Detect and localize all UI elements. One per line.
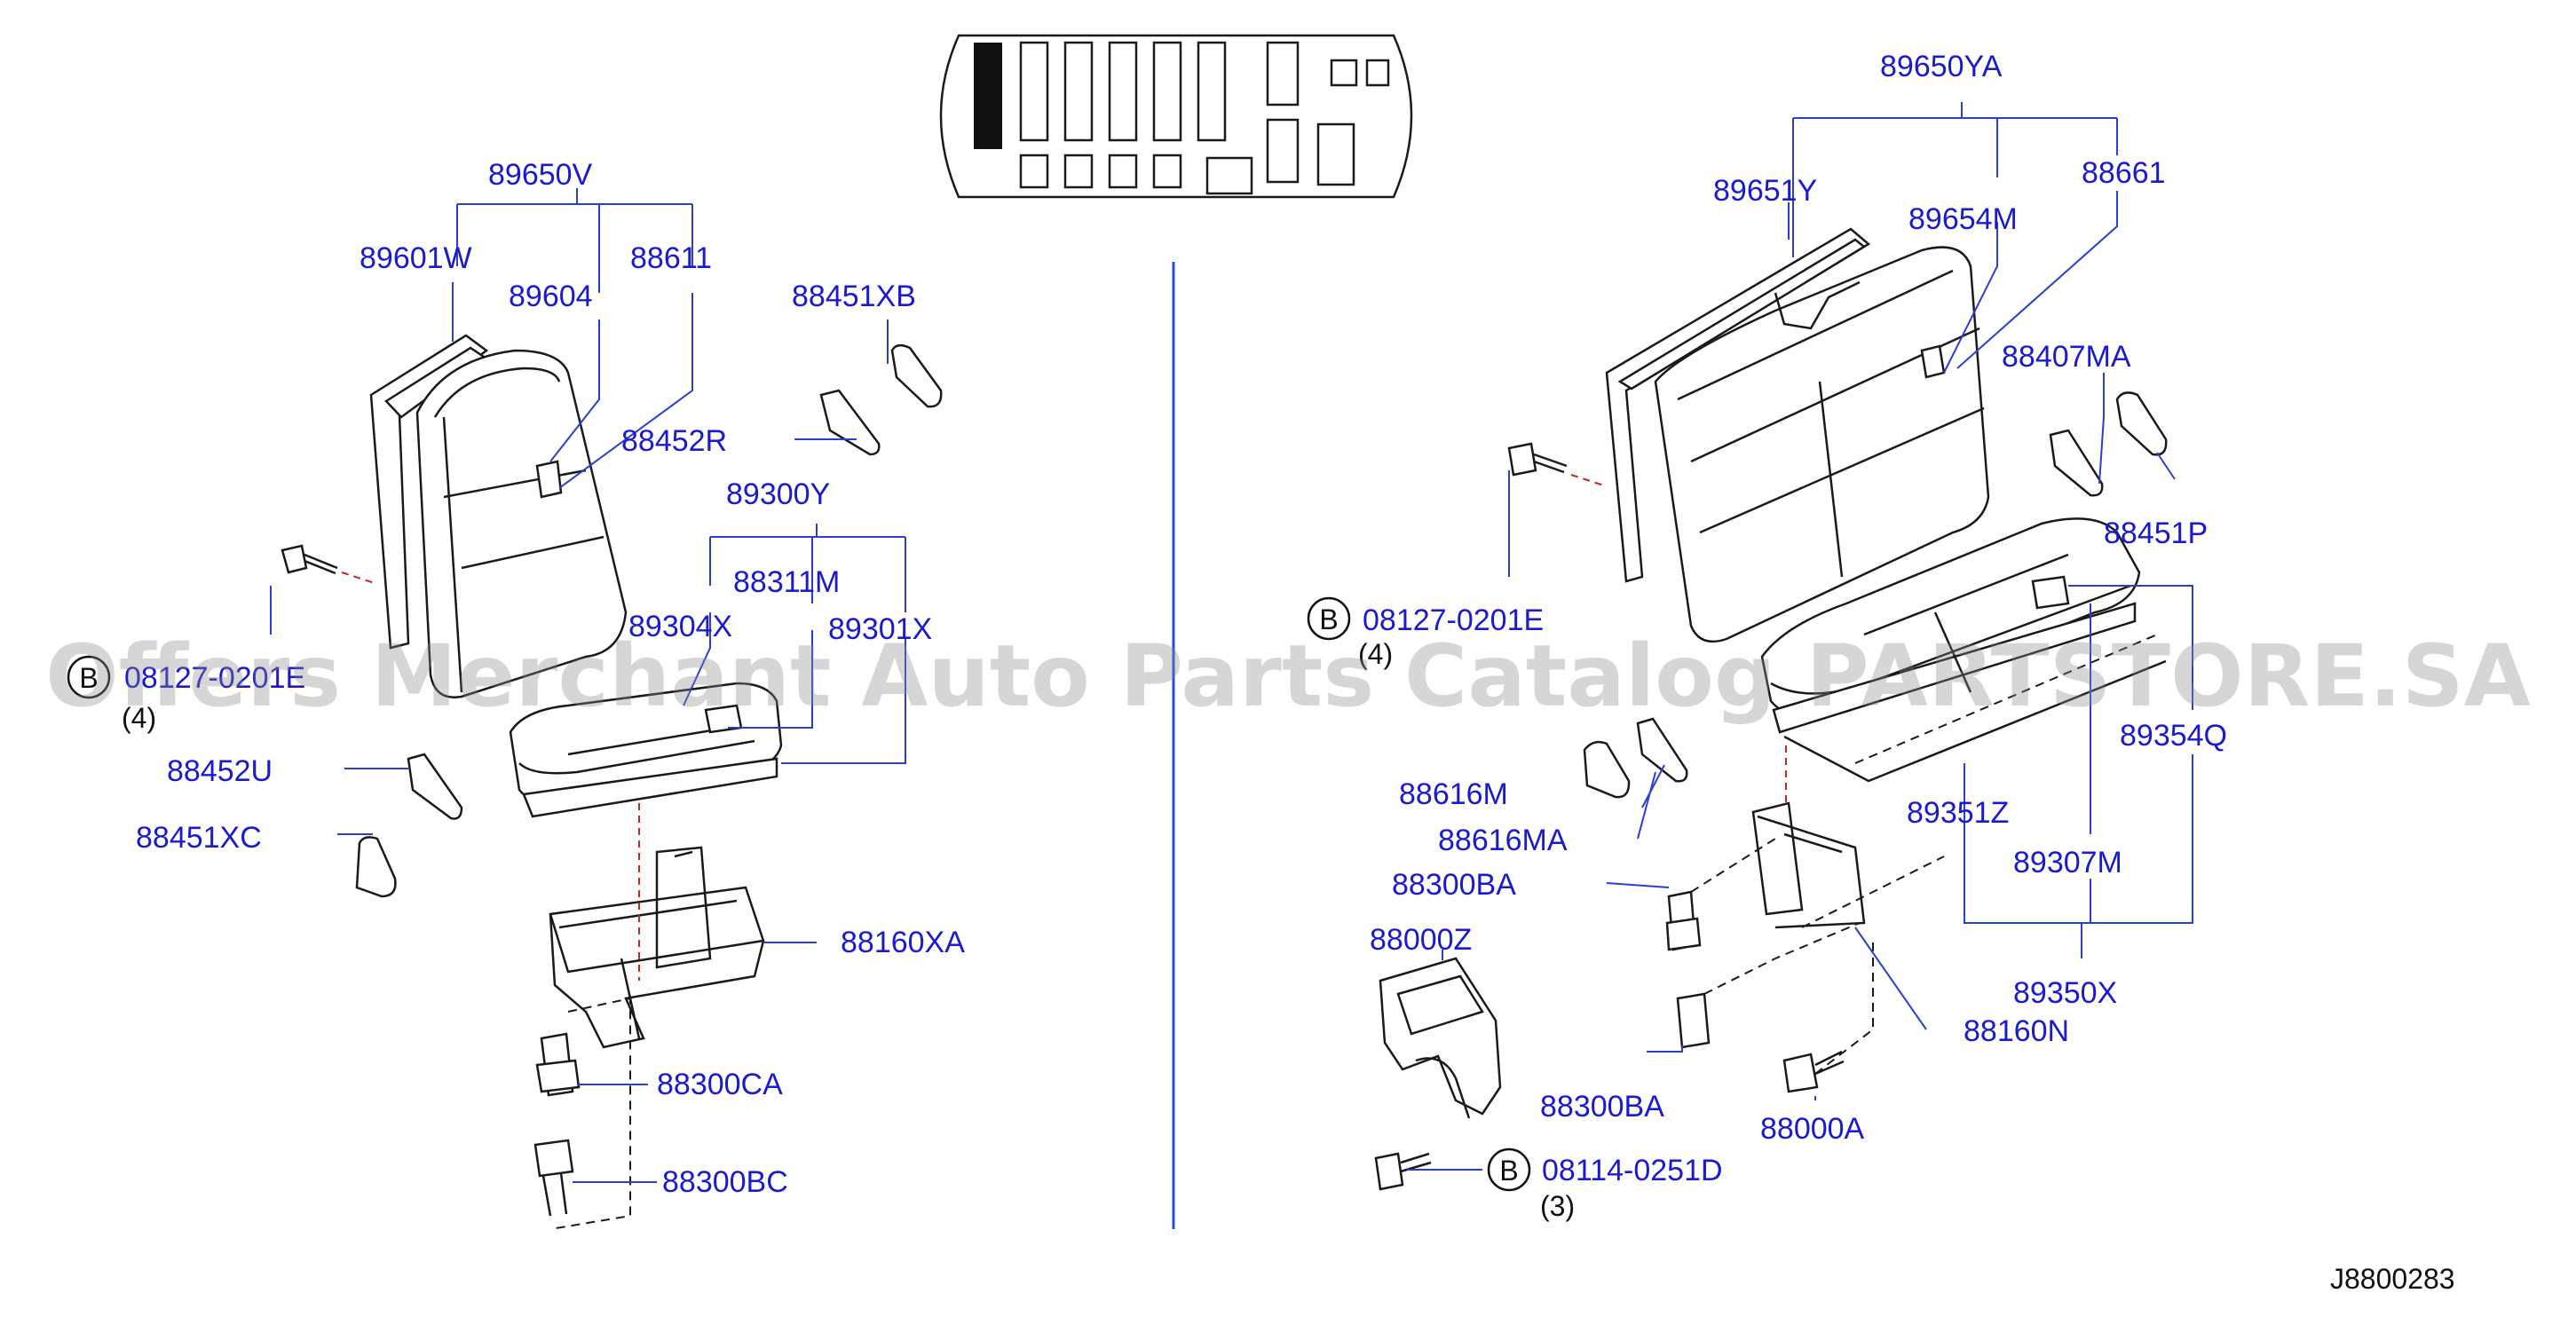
label-88452R[interactable]: 88452R [621,424,727,458]
label-89300Y[interactable]: 89300Y [726,477,830,511]
right-belt-buckle-drawing [1379,957,1502,1119]
label-89650V[interactable]: 89650V [488,158,593,192]
left-leader-lines [270,188,906,1183]
label-89350X[interactable]: 89350X [2013,976,2117,1010]
label-88407MA[interactable]: 88407MA [2002,340,2131,374]
label-89650YA[interactable]: 89650YA [1880,50,2003,83]
label-88000A[interactable]: 88000A [1760,1112,1865,1146]
right-bolt-drawings [1374,442,1845,1191]
left-headrest-clip-drawings [355,343,943,898]
bolt-marker-right-bottom: B [1499,1155,1518,1187]
label-08114-0251D[interactable]: 08114-0251D [1542,1154,1723,1187]
left-seat-frame-drawing [549,846,765,1049]
left-seat-back-drawing [369,334,628,698]
part-labels: 89650V 89601W 89604 88611 88451XB 88452R… [67,50,2455,1295]
right-leader-lines [1407,102,2193,1171]
right-bench-back-drawing [1605,227,1990,643]
label-88300CA[interactable]: 88300CA [657,1068,783,1101]
bolt-callout-right-bottom: B [1487,1147,1531,1192]
quantity-left-bolt: (4) [122,702,156,734]
label-88611[interactable]: 88611 [630,241,712,275]
right-bench-cushion-drawing [1760,517,2167,783]
label-88300BA-top[interactable]: 88300BA [1392,868,1516,902]
label-89604[interactable]: 89604 [509,280,593,313]
left-seat-cushion-drawing [509,682,783,818]
label-88452U[interactable]: 88452U [167,754,273,788]
label-88000Z[interactable]: 88000Z [1370,923,1472,957]
label-88616MA[interactable]: 88616MA [1438,824,1568,857]
watermark-text: Offers Merchant Auto Parts Catalog PARTS… [45,627,2531,726]
label-88300BC[interactable]: 88300BC [662,1165,788,1199]
label-88451XB[interactable]: 88451XB [792,280,916,313]
label-89351Z[interactable]: 89351Z [1907,796,2009,830]
label-89654M[interactable]: 89654M [1908,202,2018,236]
left-bolt-drawings [281,544,581,1217]
right-seat-frame-drawing [1751,801,1866,929]
label-89301X[interactable]: 89301X [828,612,932,646]
quantity-buckle-bolt: (3) [1540,1190,1575,1222]
label-89304X[interactable]: 89304X [628,610,732,643]
label-89601W[interactable]: 89601W [360,241,472,275]
label-88300BA-bottom[interactable]: 88300BA [1540,1090,1664,1124]
right-clip-drawings [1583,391,2168,799]
vehicle-locator-diagram [939,34,1413,199]
bolt-marker-right-top: B [1319,603,1338,635]
label-89354Q[interactable]: 89354Q [2120,719,2227,753]
label-89307M[interactable]: 89307M [2013,846,2122,879]
label-89651Y[interactable]: 89651Y [1713,174,1817,208]
label-88661[interactable]: 88661 [2082,156,2166,190]
bolt-callout-left: B [67,655,111,699]
label-88616M[interactable]: 88616M [1399,777,1508,811]
label-08127-0201E-left[interactable]: 08127-0201E [124,661,305,695]
label-08127-0201E-right[interactable]: 08127-0201E [1363,603,1544,637]
bolt-callout-right-top: B [1307,596,1351,641]
bolt-marker-left: B [79,662,98,694]
label-88451P[interactable]: 88451P [2104,517,2208,550]
diagram-code: J8800283 [2330,1263,2455,1295]
quantity-right-bolt: (4) [1358,638,1393,670]
label-88160XA[interactable]: 88160XA [841,926,965,959]
label-88451XC[interactable]: 88451XC [136,821,262,855]
label-88160N[interactable]: 88160N [1964,1014,2069,1048]
label-88311M[interactable]: 88311M [733,565,840,599]
